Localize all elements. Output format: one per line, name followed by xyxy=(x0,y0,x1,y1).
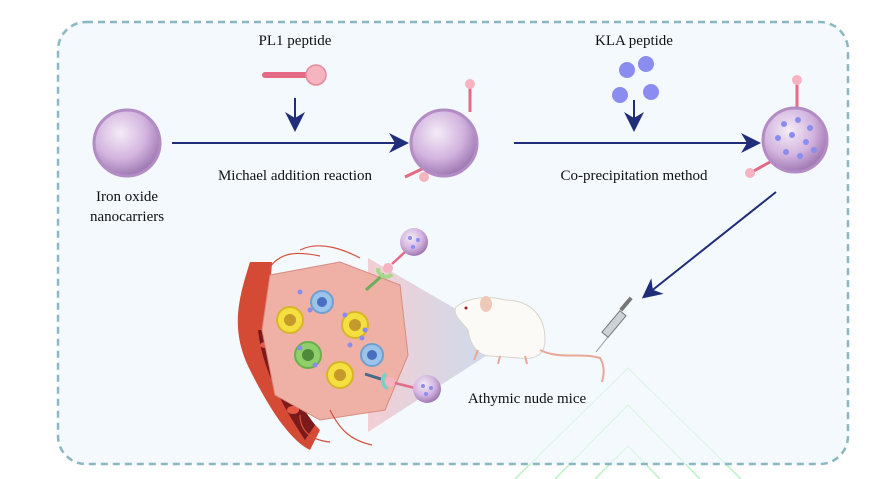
iron-oxide-label-2: nanocarriers xyxy=(90,209,164,225)
iron-oxide-label-1: Iron oxide xyxy=(96,189,158,205)
receptor-binding-bottom xyxy=(364,372,441,403)
pl1-peptide-icon xyxy=(262,64,327,86)
coprecip-label: Co-precipitation method xyxy=(560,168,708,184)
syringe-icon xyxy=(595,296,633,353)
arrow-injection xyxy=(641,191,777,299)
mouse-icon xyxy=(454,296,605,383)
tumor-tissue-icon xyxy=(261,245,409,446)
kla-label: KLA peptide xyxy=(595,33,673,49)
panel-frame xyxy=(56,20,850,466)
receptor-binding-top xyxy=(365,228,428,292)
mice-label: Athymic nude mice xyxy=(468,391,587,407)
kla-peptide-icon xyxy=(612,56,659,103)
pl1-nanocarrier xyxy=(404,79,479,182)
pl1-label: PL1 peptide xyxy=(259,33,332,49)
iron-oxide-nanocarrier xyxy=(92,108,162,178)
michael-label: Michael addition reaction xyxy=(218,168,373,184)
kla-pl1-nanocarrier xyxy=(745,75,829,178)
